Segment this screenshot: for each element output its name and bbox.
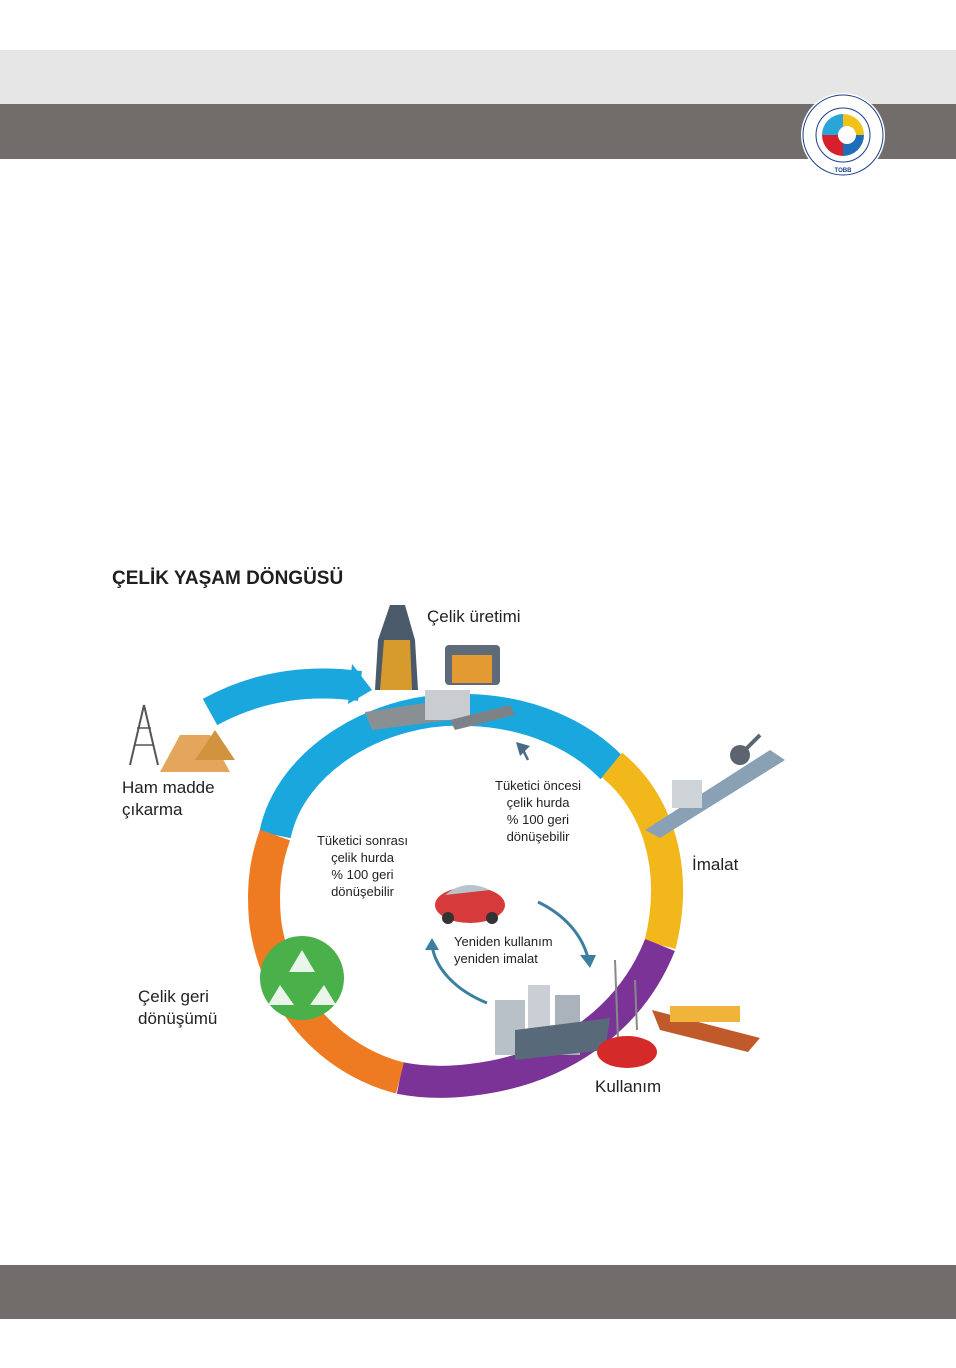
note-pre-consumer-4: dönüşebilir	[506, 829, 570, 844]
note-post-consumer-4: dönüşebilir	[331, 884, 394, 899]
arrow-reuse-right	[537, 900, 590, 959]
logo-abbr: TOBB	[835, 168, 853, 174]
note-pre-consumer-2: çelik hurda	[506, 795, 570, 810]
tobb-logo: TOBB	[801, 93, 885, 177]
city-usage-icon	[495, 959, 657, 1068]
label-manufacturing: İmalat	[692, 855, 739, 874]
note-reuse-2: yeniden imalat	[454, 951, 538, 966]
label-recycling-1: Çelik geri	[138, 987, 209, 1006]
note-pre-consumer-3: % 100 geri	[506, 812, 570, 827]
recycling-icon	[260, 936, 344, 1020]
label-steel-production: Çelik üretimi	[427, 607, 521, 626]
label-raw-material-2: çıkarma	[122, 800, 183, 819]
label-raw-material-1: Ham madde	[122, 778, 215, 797]
note-post-consumer-3: % 100 geri	[331, 867, 394, 882]
arc-purple	[396, 938, 675, 1098]
arc-blue-outer	[202, 668, 362, 726]
note-reuse-1: Yeniden kullanım	[454, 934, 553, 949]
arrow-blue-head	[348, 664, 372, 704]
cargo-ship-icon	[652, 1006, 760, 1052]
red-car-icon	[435, 885, 505, 924]
label-usage: Kullanım	[595, 1077, 662, 1096]
arrow-reuse-left	[430, 944, 488, 1005]
arc-yellow	[601, 752, 683, 949]
steel-furnace-icon	[365, 605, 515, 730]
note-pre-consumer-1: Tüketici öncesi	[495, 778, 581, 793]
assembly-line-icon	[645, 733, 785, 838]
arc-orange	[248, 829, 405, 1094]
label-recycling-2: dönüşümü	[138, 1009, 218, 1028]
diagram-title: ÇELİK YAŞAM DÖNGÜSÜ	[112, 568, 344, 589]
header-band-light	[0, 50, 956, 104]
header-band-dark	[0, 104, 956, 159]
note-post-consumer-1: Tüketici sonrası	[316, 833, 409, 848]
footer-band	[0, 1265, 956, 1319]
oil-rig-icon	[129, 704, 235, 772]
note-post-consumer-2: çelik hurda	[331, 850, 394, 865]
